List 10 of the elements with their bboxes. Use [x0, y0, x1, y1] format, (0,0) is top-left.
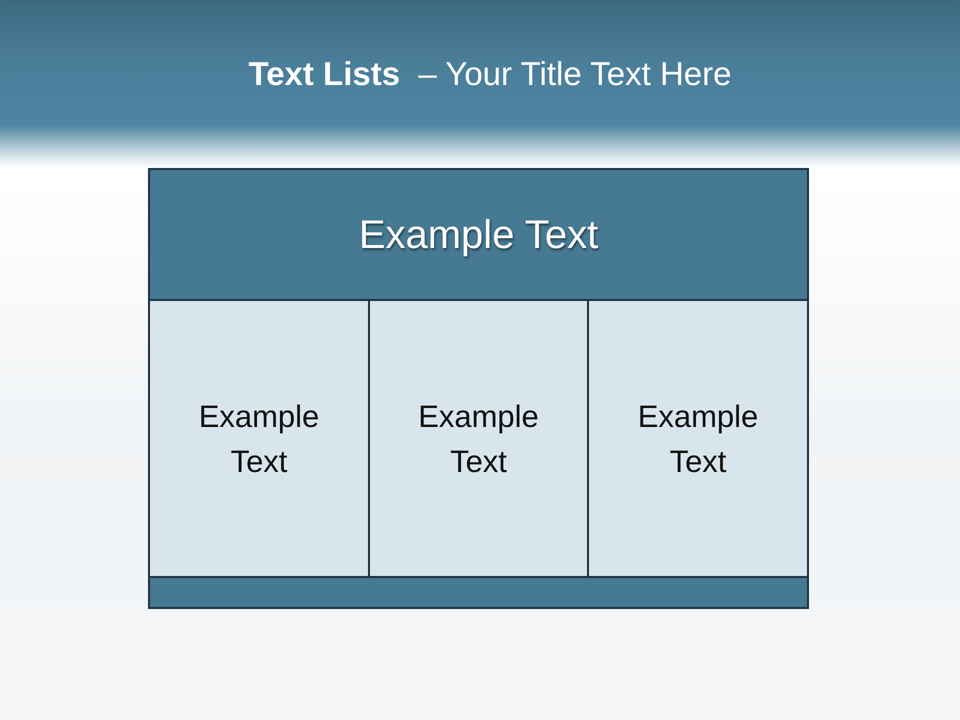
footer-bar [148, 576, 809, 609]
heading-text: Example Text [358, 212, 598, 258]
panel-text: Example Text [636, 398, 760, 480]
panel-text: Example Text [417, 398, 540, 480]
text-panel [587, 299, 809, 578]
text-panel [148, 299, 370, 578]
panel-text: Example Text [198, 398, 320, 480]
heading-panel [148, 168, 809, 301]
slide-title: Text Lists – Your Title Text Here [248, 55, 732, 92]
text-panel [368, 299, 589, 578]
